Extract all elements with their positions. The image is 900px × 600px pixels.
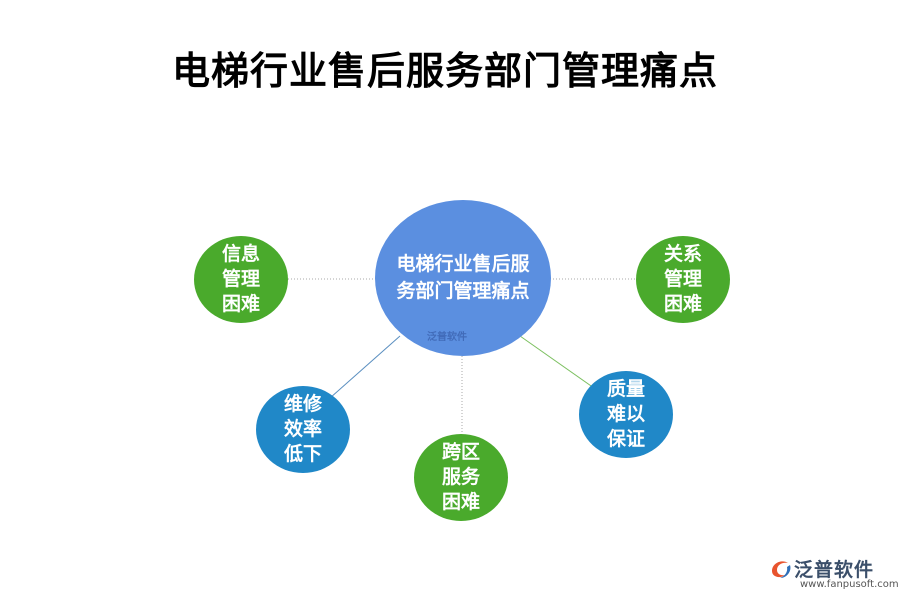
center-topic-circle: 电梯行业售后服务部门管理痛点 泛普软件	[375, 200, 551, 356]
page-title: 电梯行业售后服务部门管理痛点	[172, 49, 719, 93]
node-cross-region-service: 跨区 服务 困难	[414, 434, 508, 521]
center-watermark: 泛普软件	[427, 332, 467, 343]
brand-url: www.fanpusoft.com	[800, 579, 899, 590]
center-topic-label: 电梯行业售后服务部门管理痛点	[396, 253, 530, 302]
node-quality-label: 质量 难以 保证	[606, 378, 645, 450]
node-relation-management: 关系 管理 困难	[636, 236, 730, 323]
node-cross-region-label: 跨区 服务 困难	[441, 441, 480, 513]
node-maintenance-label: 维修 效率 低下	[283, 393, 322, 465]
node-info-label: 信息 管理 困难	[221, 243, 260, 315]
node-maintenance-efficiency: 维修 效率 低下	[256, 386, 350, 473]
connector-quality	[519, 335, 595, 389]
node-quality-assurance: 质量 难以 保证	[579, 371, 673, 458]
brand-name: 泛普软件	[794, 559, 875, 581]
brand-swirl-icon	[772, 561, 791, 578]
connector-maintenance	[329, 335, 401, 399]
node-info-management: 信息 管理 困难	[194, 236, 288, 323]
node-relation-label: 关系 管理 困难	[663, 243, 702, 315]
brand-logo: 泛普软件 www.fanpusoft.com	[768, 555, 899, 595]
